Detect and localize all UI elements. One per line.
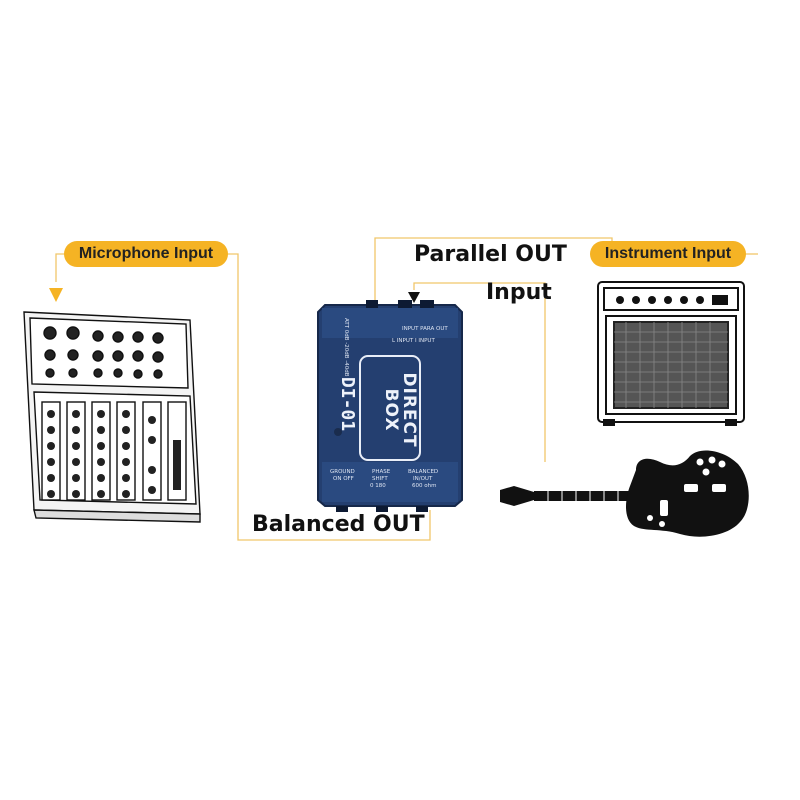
balanced-out-label: Balanced OUT xyxy=(252,512,425,537)
di-box-small-labels: ATT 0dB -20dB -40dB INPUT PARA OUT L INP… xyxy=(330,318,448,489)
di-top-input-para-out-label: INPUT PARA OUT xyxy=(402,326,448,332)
arrow-down-icon xyxy=(408,292,420,303)
amplifier-icon xyxy=(597,281,745,426)
di-bottom-ground-label: GROUND xyxy=(330,469,355,475)
input-label: Input xyxy=(486,280,552,305)
microphone-input-label: Microphone Input xyxy=(64,241,228,267)
di-bottom-balanced-label: BALANCED xyxy=(408,469,438,475)
parallel-out-label: Parallel OUT xyxy=(414,242,567,267)
arrow-down-icon xyxy=(49,288,63,302)
mic-input-line-left xyxy=(55,253,66,282)
di-top-linput-label: L INPUT I INPUT xyxy=(392,338,435,344)
di-bottom-balanced-sub-label: IN/OUT xyxy=(413,476,433,482)
di-bottom-phase-sub-label: SHIFT xyxy=(372,476,388,482)
di-box-title-line1: DIRECT xyxy=(399,372,419,448)
balanced-out-line xyxy=(226,253,431,541)
mixer-icon xyxy=(23,311,201,523)
guitar-icon xyxy=(500,450,749,537)
di-box-model: DI-01 xyxy=(337,376,358,432)
di-bottom-balanced-ohm-label: 600 ohm xyxy=(412,483,436,489)
di-top-att-label: ATT 0dB -20dB -40dB xyxy=(343,318,349,377)
di-box-icon xyxy=(317,300,463,512)
guitar-input-line xyxy=(413,282,546,462)
di-box-title-block: DIRECT BOX xyxy=(362,358,419,462)
instrument-input-label: Instrument Input xyxy=(590,241,746,267)
di-bottom-phase-label: PHASE xyxy=(372,469,391,475)
di-bottom-ground-sub-label: ON OFF xyxy=(333,476,354,482)
di-box-title-line2: BOX xyxy=(381,388,401,432)
di-bottom-phase-deg-label: 0 180 xyxy=(370,483,386,489)
